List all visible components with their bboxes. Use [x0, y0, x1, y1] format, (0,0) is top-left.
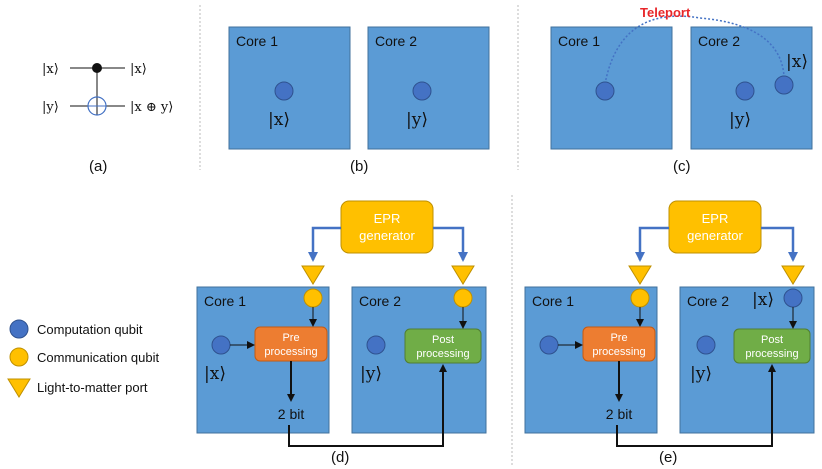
ket-x: |x⟩ — [204, 364, 226, 384]
core-2-label: Core 2 — [698, 33, 740, 49]
panel-b: Core 1 Core 2 |x⟩ |y⟩ (b) — [228, 26, 490, 175]
epr-link-right — [761, 226, 798, 262]
light-to-matter-port — [301, 265, 325, 285]
panel-a: |x⟩ |y⟩ |x⟩ |x ⊕ y⟩ (a) — [42, 62, 173, 175]
classical-link — [288, 364, 447, 447]
computation-qubit — [595, 81, 615, 101]
epr-label-line2: generator — [687, 228, 743, 243]
post-label-line1: Post — [761, 334, 783, 346]
panel-c: Core 1 Core 2 Teleport |x⟩ |y⟩ (c) — [550, 5, 813, 175]
legend: Computation qubit Communication qubit Li… — [7, 319, 160, 398]
ket-xy-out: |x ⊕ y⟩ — [130, 100, 173, 115]
computation-qubit-teleported — [783, 288, 803, 308]
epr-link-left — [635, 226, 669, 262]
teleport-arc — [604, 15, 785, 85]
caption-c: (c) — [673, 158, 691, 175]
post-label-line2: processing — [745, 348, 798, 360]
pre-label-line1: Pre — [610, 332, 627, 344]
ket-x-teleported: |x⟩ — [752, 290, 774, 310]
ket-y: |y⟩ — [729, 110, 751, 130]
ket-x-in: |x⟩ — [42, 62, 59, 77]
pre-label-line2: processing — [264, 346, 317, 358]
core-1-label: Core 1 — [532, 293, 574, 309]
computation-qubit — [539, 335, 559, 355]
panel-e: EPR generator Core 1 Core 2 |x⟩ Pre proc… — [524, 200, 815, 466]
communication-qubit — [630, 288, 650, 308]
light-to-matter-port — [628, 265, 652, 285]
legend-port-icon — [7, 378, 31, 398]
ket-x: |x⟩ — [786, 52, 808, 72]
ket-y: |y⟩ — [360, 364, 382, 384]
legend-computation-qubit-icon — [9, 319, 29, 339]
epr-link-left — [308, 226, 341, 262]
panel-d: EPR generator Core 1 Core 2 Pre processi… — [196, 200, 487, 466]
control-dot — [92, 63, 102, 73]
computation-qubit — [696, 335, 716, 355]
core-1-label: Core 1 — [204, 293, 246, 309]
caption-a: (a) — [89, 158, 107, 175]
core-1-label: Core 1 — [558, 33, 600, 49]
computation-qubit-teleported — [774, 75, 794, 95]
pre-label-line2: processing — [592, 346, 645, 358]
pre-label-line1: Pre — [282, 332, 299, 344]
epr-label-line1: EPR — [702, 211, 729, 226]
computation-qubit — [274, 81, 294, 101]
legend-port-label: Light-to-matter port — [37, 380, 148, 395]
caption-e: (e) — [659, 449, 677, 466]
light-to-matter-port — [451, 265, 475, 285]
caption-d: (d) — [331, 449, 349, 466]
epr-label-line2: generator — [359, 228, 415, 243]
ket-x: |x⟩ — [268, 110, 290, 130]
bits-label: 2 bit — [278, 406, 305, 422]
light-to-matter-port — [781, 265, 805, 285]
epr-label-line1: EPR — [374, 211, 401, 226]
core-2-label: Core 2 — [375, 33, 417, 49]
post-processing-box — [733, 328, 811, 364]
ket-y: |y⟩ — [690, 364, 712, 384]
core-2-label: Core 2 — [359, 293, 401, 309]
teleport-label: Teleport — [640, 5, 691, 20]
core-1-label: Core 1 — [236, 33, 278, 49]
legend-communication-qubit-icon — [9, 347, 29, 367]
computation-qubit — [735, 81, 755, 101]
ket-y-in: |y⟩ — [42, 100, 59, 115]
bits-label: 2 bit — [606, 406, 633, 422]
post-processing-box — [404, 328, 482, 364]
epr-link-right — [433, 226, 468, 262]
ket-x-out: |x⟩ — [130, 62, 147, 77]
epr-generator — [340, 200, 434, 254]
communication-qubit — [453, 288, 473, 308]
legend-computation-label: Computation qubit — [37, 322, 143, 337]
classical-link — [616, 364, 776, 447]
caption-b: (b) — [350, 158, 368, 175]
communication-qubit — [303, 288, 323, 308]
post-label-line1: Post — [432, 334, 454, 346]
computation-qubit — [211, 335, 231, 355]
computation-qubit — [366, 335, 386, 355]
ket-y: |y⟩ — [406, 110, 428, 130]
computation-qubit — [412, 81, 432, 101]
legend-communication-label: Communication qubit — [37, 350, 160, 365]
epr-generator — [668, 200, 762, 254]
core-2-label: Core 2 — [687, 293, 729, 309]
post-label-line2: processing — [416, 348, 469, 360]
